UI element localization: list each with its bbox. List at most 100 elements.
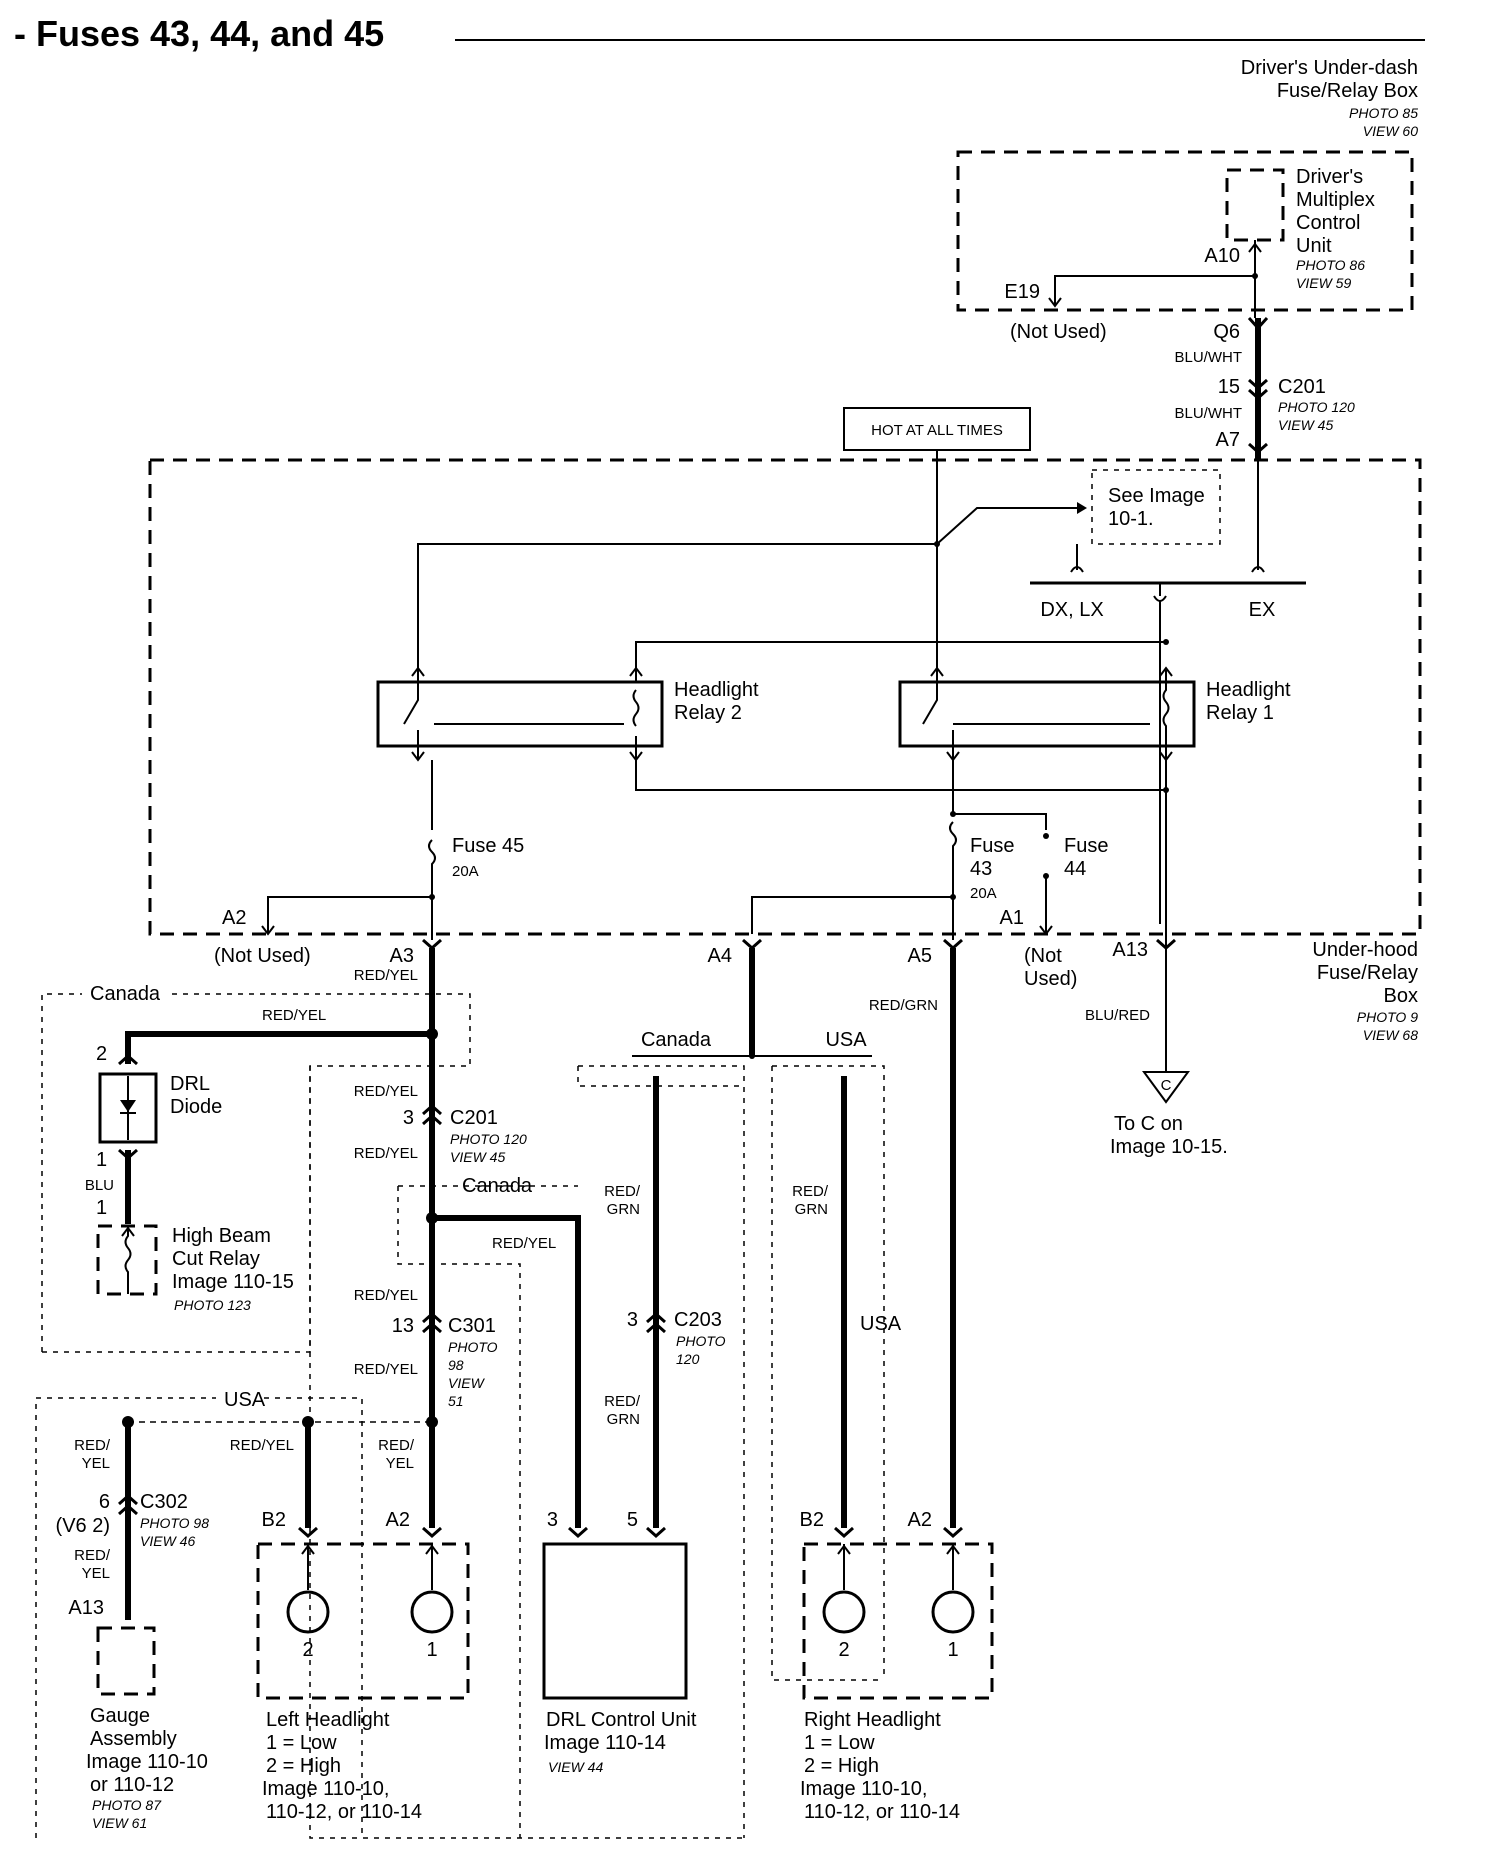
underhood-photo: PHOTO 9 (1357, 1009, 1418, 1025)
fuse43-label-1: Fuse (970, 835, 1014, 857)
canada-label-2: Canada (462, 1175, 533, 1197)
c301-pin: 13 (392, 1315, 414, 1337)
drl-diode (98, 1072, 158, 1144)
fuse44-label-1: Fuse (1064, 835, 1108, 857)
mcu-label-4: Unit (1296, 235, 1332, 257)
pin-a5: A5 (908, 945, 932, 967)
usa-region-2 (771, 1065, 885, 1681)
drl-pin2-connector (118, 1053, 138, 1066)
gauge-view: VIEW 61 (92, 1815, 147, 1831)
see-image-arrowhead (1077, 502, 1087, 514)
relay2-arrows (411, 666, 643, 762)
hbc-photo: PHOTO 123 (174, 1297, 251, 1313)
see-image-drop (1070, 544, 1084, 573)
lh-bulb-low (410, 1590, 454, 1634)
c301-view-1: VIEW (448, 1375, 486, 1391)
gauge-label-2: Assembly (90, 1728, 177, 1750)
rh-bulb-1: 1 (947, 1639, 958, 1661)
drl-diode-label-1: DRL (170, 1073, 210, 1095)
usa1-junction-main (426, 1416, 438, 1428)
fuse45-rating: 20A (452, 863, 479, 880)
fuse43-rating: 20A (970, 885, 997, 902)
drivers-box-photo: PHOTO 85 (1349, 105, 1418, 121)
wire-lh-a2-2: YEL (386, 1455, 414, 1472)
drl-unit-pin-3: 3 (547, 1509, 558, 1531)
c302-connector (118, 1493, 138, 1516)
e19-not-used: (Not Used) (1010, 321, 1107, 343)
fuse45-label: Fuse 45 (452, 835, 524, 857)
mcu-view: VIEW 59 (1296, 275, 1351, 291)
wire-blu-red: BLU/RED (1085, 1007, 1150, 1024)
to-c-line2: Image 10-15. (1110, 1136, 1228, 1158)
relay1-label-1: Headlight (1206, 679, 1291, 701)
rh-bulb-low (931, 1590, 975, 1634)
drl-unit-label-2: Image 110-14 (544, 1732, 666, 1754)
headlight-relay-2 (376, 680, 664, 748)
drivers-box-view: VIEW 60 (1363, 123, 1418, 139)
relay1-coil (1162, 670, 1170, 760)
usa-label-1: USA (224, 1389, 266, 1411)
lh-bulb-leads (301, 1544, 439, 1590)
c201-top-connector (1248, 378, 1268, 401)
rh-label-5: 110-12, or 110-14 (804, 1801, 960, 1823)
pin-e19: E19 (1004, 281, 1040, 303)
pin-a7: A7 (1216, 429, 1240, 451)
rh-bulb-2: 2 (838, 1639, 849, 1661)
relay2-label-2: Relay 2 (674, 702, 742, 724)
see-image-box (1091, 469, 1221, 545)
e19-wire (1054, 275, 1255, 306)
pin-a3: A3 (390, 945, 414, 967)
pin-q6: Q6 (1213, 321, 1240, 343)
relay2-coil-bottom (635, 760, 1166, 791)
wire-c201-bot-red-yel: RED/YEL (354, 1145, 418, 1162)
drivers-box-name-2: Fuse/Relay Box (1277, 80, 1418, 102)
relay1-switch (922, 670, 1150, 760)
lh-bulb-high (286, 1590, 330, 1634)
wire-drl-grn-bot-1: RED/ (604, 1393, 641, 1410)
wire-c301-top-red-yel: RED/YEL (354, 1287, 418, 1304)
c201-mid-name: C201 (450, 1107, 498, 1129)
c203-photo-2: 120 (676, 1351, 700, 1367)
pin-a1: A1 (1000, 907, 1024, 929)
wire-drl-grn-top-1: RED/ (604, 1183, 641, 1200)
mcu-label-3: Control (1296, 212, 1360, 234)
a2-wire (261, 896, 432, 936)
wire-gauge-top-2: YEL (82, 1455, 110, 1472)
c301-photo-2: 98 (448, 1357, 464, 1373)
drl-pin-2: 2 (96, 1043, 107, 1065)
c201-top-name: C201 (1278, 376, 1326, 398)
mcu-label-2: Multiplex (1296, 189, 1375, 211)
hot-at-all-times: HOT AT ALL TIMES (871, 422, 1003, 439)
lh-label-4: Image 110-10, (262, 1778, 390, 1800)
multiplex-unit-outline (1225, 168, 1285, 242)
wire-blu-wht-1: BLU/WHT (1175, 349, 1243, 366)
usa-label-2: USA (825, 1029, 867, 1051)
drl-diode-label-2: Diode (170, 1096, 222, 1118)
mcu-photo: PHOTO 86 (1296, 257, 1365, 273)
a1-not-used-1: (Not (1024, 945, 1062, 967)
q6-connector (1247, 316, 1269, 331)
fuse44-label-2: 44 (1064, 858, 1086, 880)
lh-pin-b2: B2 (262, 1509, 286, 1531)
underhood-box-outline (148, 458, 1422, 936)
c201-mid-pin: 3 (403, 1107, 414, 1129)
relay2-coil-top (635, 641, 1166, 660)
drl-unit-pin-5: 5 (627, 1509, 638, 1531)
fuse44-top-dot (1043, 833, 1049, 839)
drl-control-unit (542, 1542, 688, 1700)
lh-label-5: 110-12, or 110-14 (266, 1801, 422, 1823)
gauge-photo: PHOTO 87 (92, 1797, 162, 1813)
option-ex: EX (1249, 599, 1276, 621)
hbc-coil (124, 1226, 132, 1294)
canada-label-1: Canada (90, 983, 161, 1005)
wire-usa-grn-2: GRN (795, 1201, 828, 1218)
drl-unit-label-1: DRL Control Unit (546, 1709, 697, 1731)
rh-connectors (834, 1526, 963, 1539)
a7-drop (1251, 460, 1265, 573)
drl-pin-1: 1 (96, 1149, 107, 1171)
wire-usa-grn-1: RED/ (792, 1183, 829, 1200)
rh-pin-b2: B2 (800, 1509, 824, 1531)
c201-mid-photo: PHOTO 120 (450, 1131, 527, 1147)
c201-top-pin: 15 (1218, 376, 1240, 398)
